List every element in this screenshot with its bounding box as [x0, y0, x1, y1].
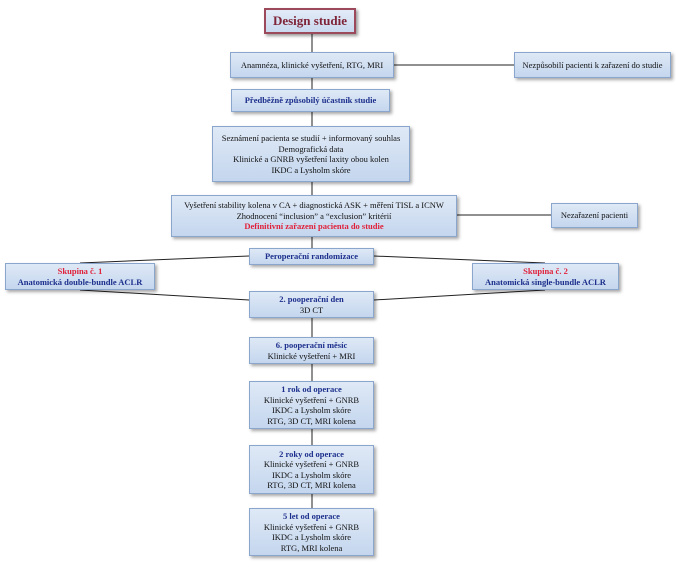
box-text: Klinické vyšetření + GNRB: [263, 459, 360, 469]
box-text: 5 let od operace: [283, 511, 340, 521]
diagram-title: Design studie: [264, 8, 356, 34]
box-text: IKDC a Lysholm skóre: [271, 164, 351, 175]
box-text: Předběžně způsobilý účastník studie: [244, 95, 377, 106]
box-randomizace: Peroperační randomizace: [249, 248, 374, 265]
box-text: 3D CT: [299, 304, 324, 315]
box-text: RTG, 3D CT, MRI kolena: [267, 480, 356, 490]
box-text: Peroperační randomizace: [264, 251, 359, 262]
box-text: Zhodnocení “inclusion” a “exclusion” kri…: [236, 210, 392, 221]
box-text: Anatomická single-bundle ACLR: [485, 276, 606, 287]
box-roky-2: 2 roky od operace Klinické vyšetření + G…: [249, 445, 374, 494]
box-den-2: 2. pooperační den 3D CT: [249, 291, 374, 318]
box-text: RTG, MRI kolena: [280, 542, 343, 553]
box-text: 2 roky od operace: [279, 448, 344, 459]
box-text: Skupina č. 1: [57, 266, 103, 276]
box-skupina-2: Skupina č. 2 Anatomická single-bundle AC…: [472, 263, 619, 290]
box-text: IKDC a Lysholm skóre: [271, 405, 352, 415]
box-text: Nezařazení pacienti: [560, 210, 629, 221]
box-text: Seznámení pacienta se studií + informova…: [221, 133, 401, 143]
box-mesic-6: 6. pooperační měsíc Klinické vyšetření +…: [249, 337, 374, 364]
box-text: Nezpůsobilí pacienti k zařazení do studi…: [522, 59, 663, 70]
box-nezarazeni: Nezařazení pacienti: [551, 203, 638, 228]
box-rok-1: 1 rok od operace Klinické vyšetření + GN…: [249, 381, 374, 429]
box-text: Definitivní zařazení pacienta do studie: [244, 221, 384, 232]
box-anamneza: Anamnéza, klinické vyšetření, RTG, MRI: [230, 52, 394, 78]
box-text: 1 rok od operace: [281, 384, 342, 394]
box-text: Anatomická double-bundle ACLR: [17, 276, 143, 287]
box-text: Klinické vyšetření + GNRB: [263, 394, 360, 405]
box-text: IKDC a Lysholm skóre: [271, 469, 352, 480]
box-text: Demografická data: [278, 143, 344, 154]
box-seznameni: Seznámení pacienta se studií + informova…: [212, 126, 410, 182]
box-text: Skupina č. 2: [523, 266, 568, 276]
box-text: IKDC a Lysholm skóre: [271, 532, 352, 542]
connector-line: [373, 289, 546, 301]
box-text: Klinické vyšetření + GNRB: [263, 521, 360, 532]
box-predbezne: Předběžně způsobilý účastník studie: [231, 89, 390, 112]
box-text: Klinické vyšetření + MRI: [267, 350, 356, 361]
connector-line: [373, 255, 546, 264]
box-text: Klinické a GNRB vyšetření laxity obou ko…: [233, 154, 389, 164]
box-text: 6. pooperační měsíc: [275, 340, 348, 350]
connector-line: [79, 255, 250, 264]
box-nezpusobili: Nezpůsobilí pacienti k zařazení do studi…: [514, 52, 671, 78]
box-vysetreni: Vyšetření stability kolena v CA + diagno…: [171, 195, 457, 237]
box-text: 2. pooperační den: [279, 294, 344, 304]
box-skupina-1: Skupina č. 1 Anatomická double-bundle AC…: [5, 263, 155, 290]
box-let-5: 5 let od operace Klinické vyšetření + GN…: [249, 508, 374, 556]
box-text: Vyšetření stability kolena v CA + diagno…: [184, 200, 444, 211]
connector-line: [79, 289, 250, 301]
box-text: Anamnéza, klinické vyšetření, RTG, MRI: [240, 59, 384, 70]
box-text: RTG, 3D CT, MRI kolena: [267, 415, 356, 426]
